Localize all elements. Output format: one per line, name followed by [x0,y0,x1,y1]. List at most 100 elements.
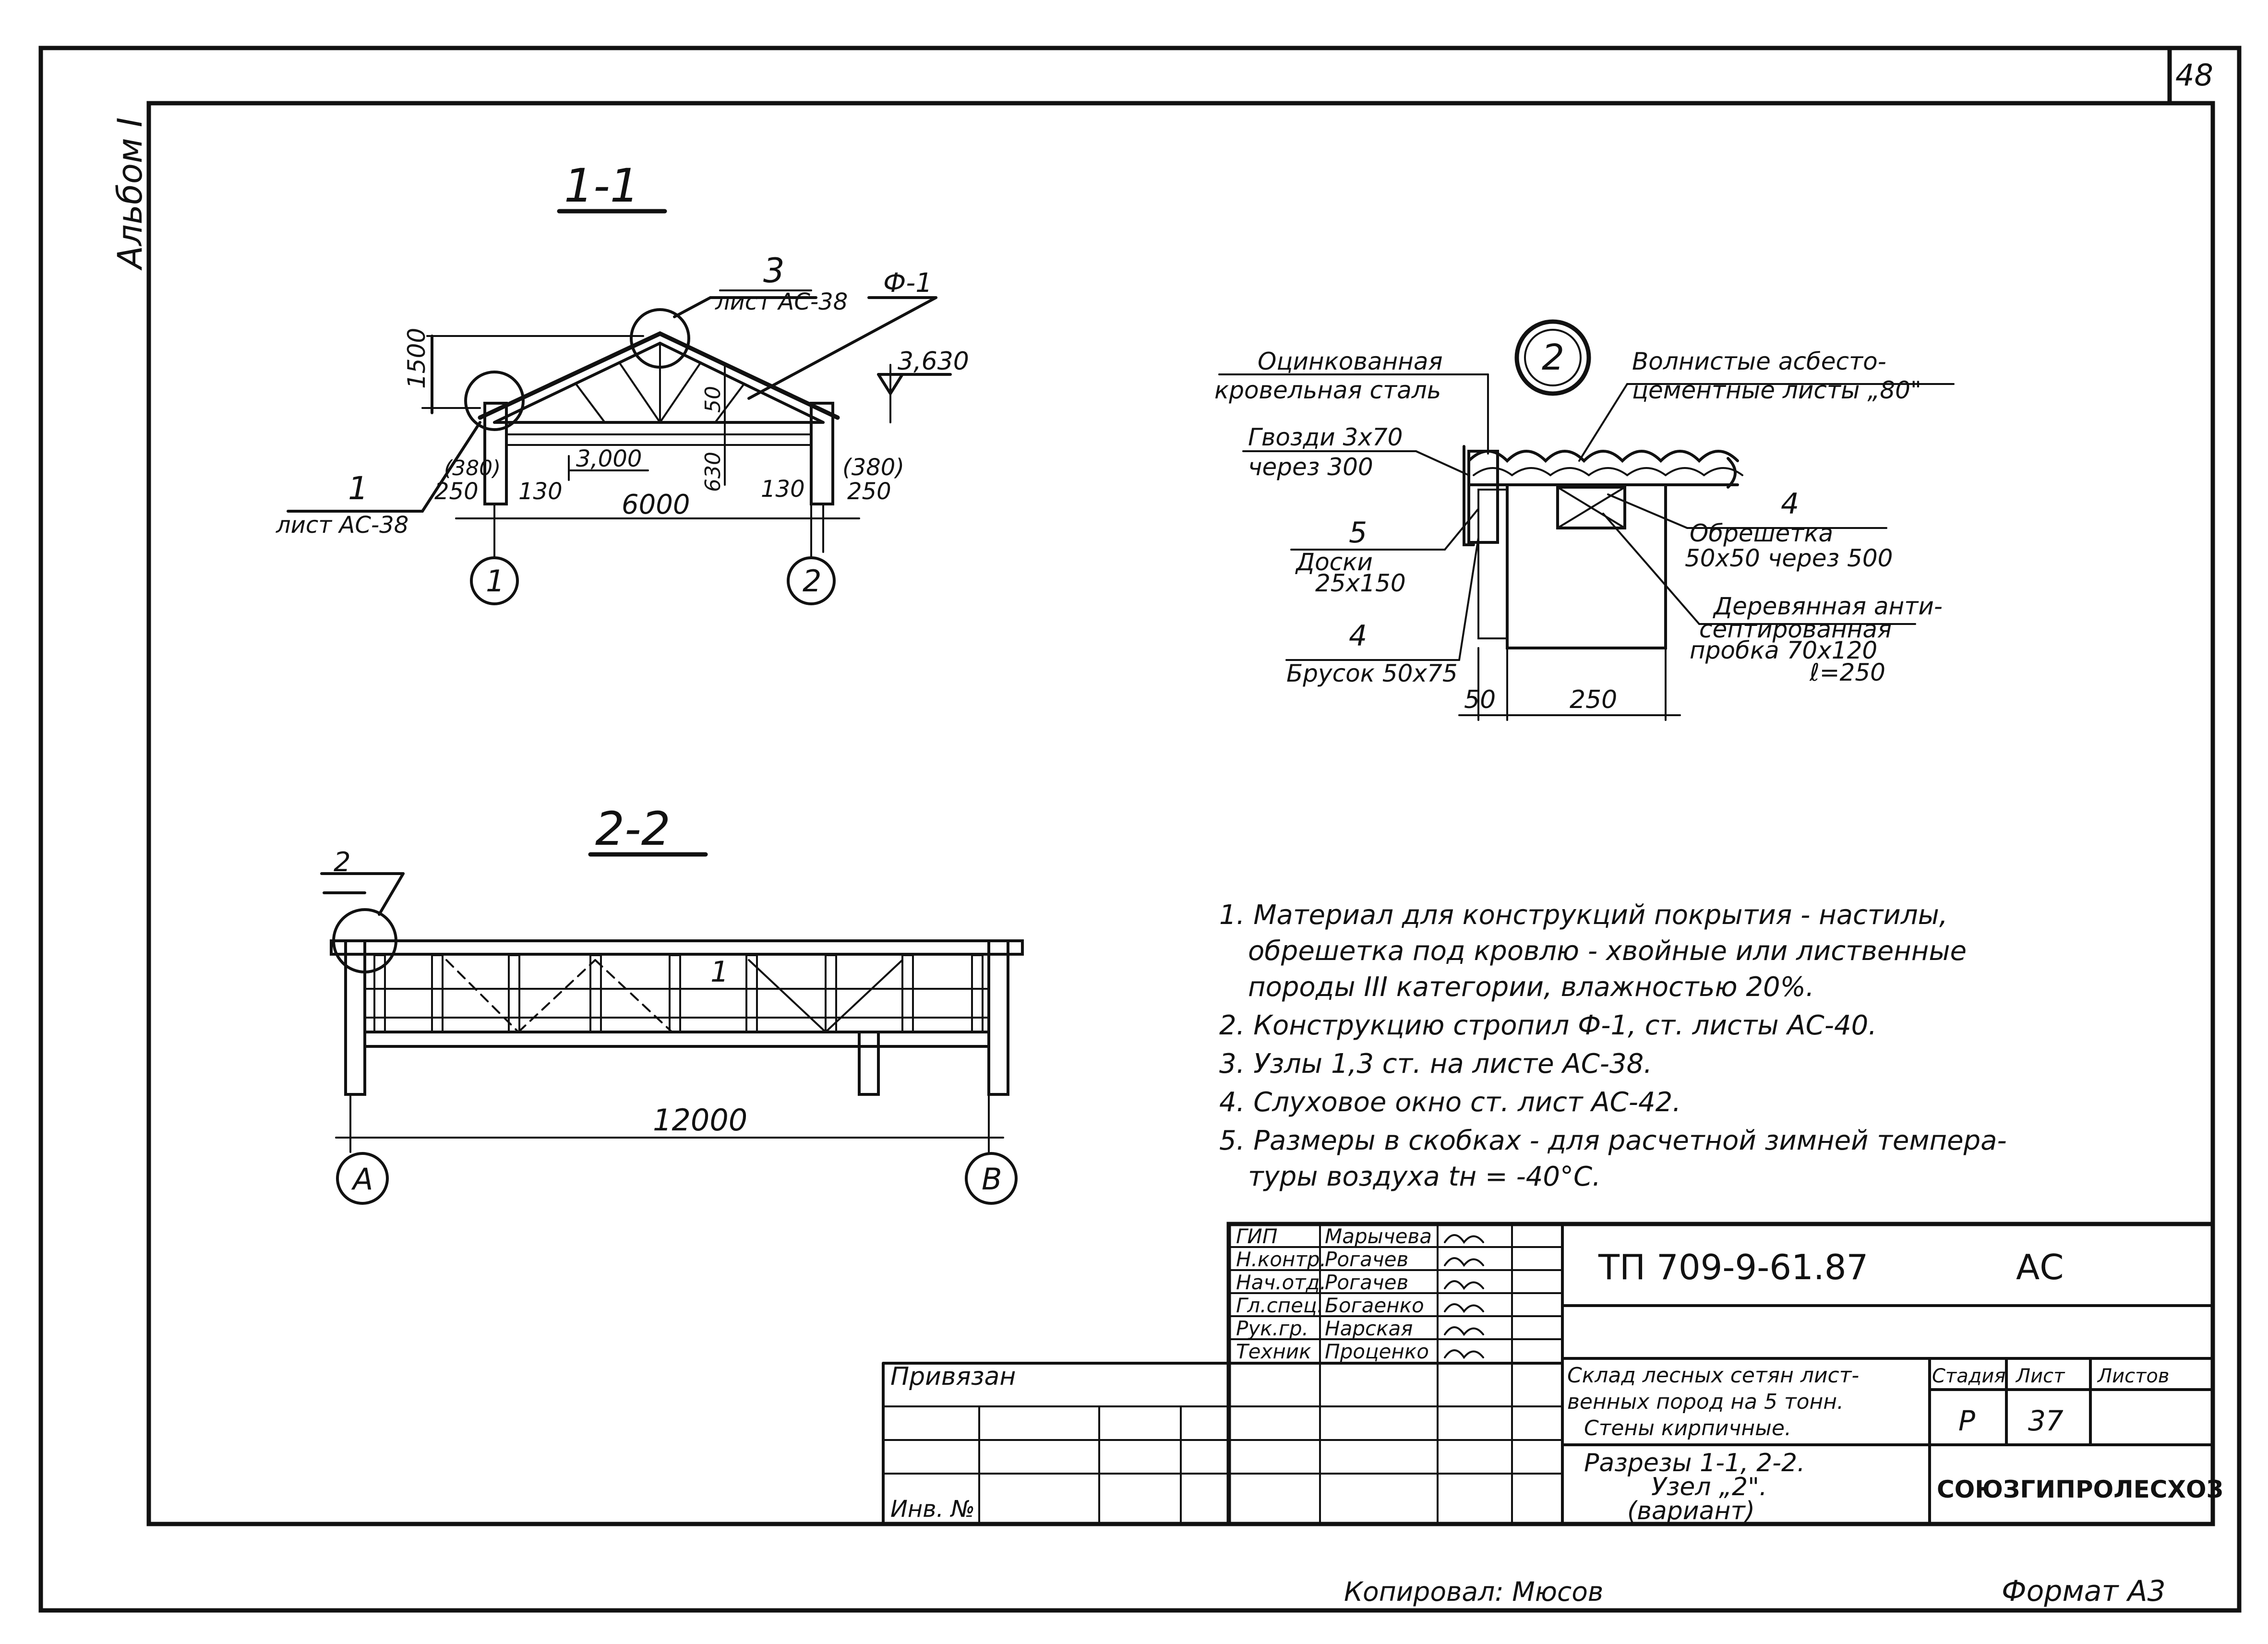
node-2-bar [1467,450,1499,544]
axis-b-bubble [965,1152,1018,1205]
axis-b-label: В [982,1162,1002,1197]
elevation-3630: 3,630 [898,347,969,376]
node-1-number: 1 [348,470,368,507]
note-line-5: 3. Узлы 1,3 ст. на листе АС-38. [1219,1048,1652,1080]
label-nails-2: через 300 [1248,453,1373,481]
sign-role-1: ГИП [1236,1224,1277,1248]
label-asbestos-sheets-1: Волнистые асбесто- [1632,348,1886,375]
section-1-1: 1-1 3 лист АС-38 Ф-1 [276,159,969,605]
axis-2-label: 2 [803,564,821,599]
node-3-sheet-ref: лист АС-38 [715,288,848,315]
sign-name-2: Рогачев [1325,1248,1408,1271]
height-630: 630 [701,452,725,492]
wall-left [483,402,508,505]
truss-mark: Ф-1 [883,267,932,298]
section-2-2: 2-2 1 [320,802,1024,1205]
node-2-ref: 2 [334,847,351,878]
axis-a-bubble [336,1152,389,1205]
note-line-7: 5. Размеры в скобках - для расчетной зим… [1219,1125,2007,1156]
sheet-title-2: Узел „2". [1651,1473,1767,1501]
dim-130-right: 130 [761,476,805,503]
longitudinal-truss [373,954,984,1033]
col-sheets: Листов [2097,1365,2169,1387]
label-boards-number: 5 [1349,516,1367,550]
dim-6000: 6000 [622,489,690,520]
label-lath-2: 50х50 через 500 [1685,544,1893,572]
label-galvanized-steel-1: Оцинкованная [1258,348,1443,375]
node-2-asbestos-sheets [1467,450,1739,463]
label-lath-number: 4 [1781,487,1799,521]
sign-name-6: Проценко [1325,1340,1429,1363]
label-bar: Брусок 50х75 [1286,660,1458,687]
album-label: Альбом I [110,117,150,271]
note-line-1: 1. Материал для конструкций покрытия - н… [1219,900,1948,931]
sheet-title-1: Разрезы 1-1, 2-2. [1584,1449,1805,1477]
sign-name-5: Нарская [1325,1317,1413,1340]
axis-1-bubble [470,556,519,605]
ceiling-slab [505,433,812,446]
label-galvanized-steel-2: кровельная сталь [1214,376,1441,404]
doc-mark: АС [2016,1247,2064,1287]
label-plug-4: ℓ=250 [1809,659,1885,686]
label-nails-1: Гвозди 3х70 [1248,423,1403,451]
height-50: 50 [701,386,725,413]
note-line-4: 2. Конструкцию стропил Ф-1, ст. листы АС… [1219,1010,1877,1041]
height-1500: 1500 [403,328,431,389]
dim-250: 250 [1570,685,1617,714]
note-line-6: 4. Слуховое окно ст. лист АС-42. [1219,1087,1681,1118]
sheet-number: 48 [2175,58,2213,93]
sign-role-5: Рук.гр. [1236,1317,1308,1340]
node-2-detail: 2 Оцинкованная [1214,319,1955,721]
sign-name-4: Богаенко [1325,1294,1424,1317]
node-2-circle [332,908,397,973]
section-2-2-title: 2-2 [595,802,671,856]
sign-name-1: Марычева [1325,1224,1432,1248]
node-3-number: 3 [763,251,785,290]
roof-truss-f1 [478,331,840,424]
sign-role-6: Техник [1236,1340,1311,1363]
sheet-value: 37 [2028,1404,2064,1437]
stage-value: Р [1958,1404,1975,1437]
label-bar-number: 4 [1349,619,1367,653]
inv-number: Инв. № [890,1496,975,1523]
label-plug-3: пробка 70х120 [1690,636,1877,664]
axis-1-label: 1 [486,564,504,599]
wall-right [810,402,834,505]
notes: 1. Материал для конструкций покрытия - н… [1219,900,2007,1192]
elevation-3000: 3,000 [576,445,642,472]
copied-by: Копировал: Мюсов [1344,1576,1603,1607]
sign-role-4: Гл.спец. [1236,1294,1323,1317]
node-3-circle [630,308,690,369]
node-2-marker [1514,319,1591,396]
object-name-3: Стены кирпичные. [1584,1416,1791,1440]
organization: СОЮЗГИПРОЛЕСХОЗ [1937,1476,2223,1503]
sheet-title-3: (вариант) [1627,1497,1755,1525]
dim-130-left: 130 [518,478,563,505]
col-stage: Стадия [1932,1365,2005,1387]
section-1-1-title: 1-1 [564,159,639,213]
axis-a-label: А [351,1162,373,1197]
node-2-plug [1556,486,1626,529]
dim-380-right: (380) [842,454,904,481]
label-plug-1: Деревянная анти- [1713,592,1943,620]
format-label: Формат А3 [2002,1574,2166,1608]
dim-380-left: (380) [444,456,501,480]
note-line-2: обрешетка под кровлю - хвойные или листв… [1248,936,1967,967]
object-name-1: Склад лесных сетян лист- [1567,1363,1859,1388]
object-name-2: венных пород на 5 тонн. [1567,1390,1844,1414]
privyazan: Привязан [890,1362,1016,1391]
label-asbestos-sheets-2: цементные листы „80" [1632,376,1921,404]
note-line-8: туры воздуха tн = -40°С. [1248,1161,1601,1192]
doc-code: ТП 709-9-61.87 [1598,1247,1868,1287]
col-sheet: Лист [2015,1365,2065,1387]
note-line-3: породы III категории, влажностью 20%. [1248,972,1814,1003]
dim-250-left: 250 [434,478,479,505]
label-lath-1: Обрешетка [1690,519,1833,547]
label-boards-1: Доски [1295,548,1373,576]
sign-role-2: Н.контр. [1236,1248,1326,1271]
title-block: ГИП Марычева Н.контр. Рогачев Нач.отд. Р… [882,1222,2223,1526]
node-2-marker-label: 2 [1542,337,1564,378]
label-boards-2: 25х150 [1315,569,1406,597]
sign-name-3: Рогачев [1325,1271,1408,1294]
sign-role-3: Нач.отд. [1236,1271,1326,1294]
